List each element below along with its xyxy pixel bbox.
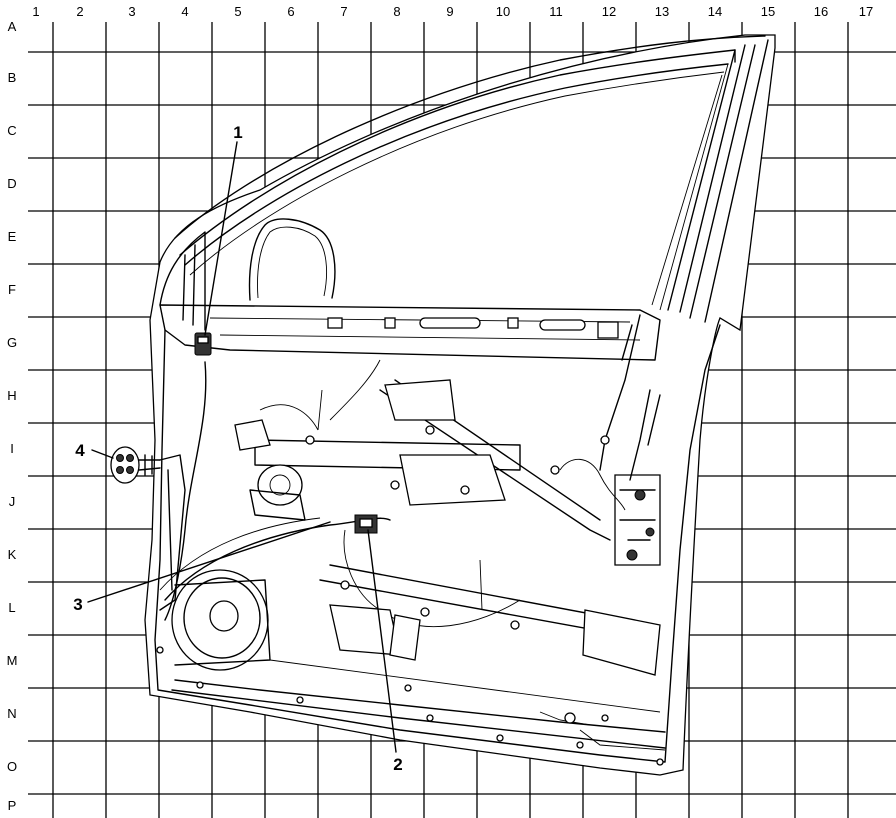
column-label: 11 — [549, 4, 563, 19]
column-label: 7 — [340, 4, 347, 19]
column-label: 12 — [602, 4, 616, 19]
fasteners — [156, 425, 664, 766]
regulator-rail — [254, 439, 521, 471]
belt-slot — [539, 319, 586, 331]
window-frame-outer — [174, 35, 766, 239]
callout-4: 4 — [75, 441, 114, 460]
row-label: D — [7, 176, 16, 191]
callout-3: 3 — [73, 521, 331, 614]
belt-slot — [507, 317, 519, 329]
callout-label-1: 1 — [233, 123, 242, 142]
column-label: 4 — [181, 4, 188, 19]
column-label: 8 — [393, 4, 400, 19]
column-label: 17 — [859, 4, 873, 19]
row-label: J — [9, 494, 16, 509]
row-label: E — [8, 229, 17, 244]
wiring-harness-2 — [159, 517, 321, 591]
belt-slot — [327, 317, 343, 329]
window-frame-inner-2 — [184, 63, 729, 266]
belt-reinforcement — [159, 304, 661, 361]
lower-flange-detail — [269, 659, 666, 751]
column-label: 5 — [234, 4, 241, 19]
mirror-opening-inner — [257, 226, 328, 299]
column-label: 9 — [446, 4, 453, 19]
row-label: O — [7, 759, 17, 774]
column-label: 2 — [76, 4, 83, 19]
callout-1: 1 — [204, 123, 243, 336]
column-label: 6 — [287, 4, 294, 19]
row-label: I — [10, 441, 14, 456]
callout-label-4: 4 — [75, 441, 85, 460]
inner-panel-outline — [154, 324, 721, 763]
row-label: B — [8, 70, 17, 85]
lower-flange — [171, 679, 666, 749]
latch-rod — [599, 314, 641, 471]
row-labels: A B C D E F G H I J K L M N O P — [7, 19, 18, 813]
window-channel-rear — [667, 39, 769, 323]
belt-slot — [597, 321, 619, 339]
row-label: G — [7, 335, 17, 350]
column-label: 13 — [655, 4, 669, 19]
regulator-plate — [582, 609, 661, 676]
callout-label-3: 3 — [73, 595, 82, 614]
front-bracket — [159, 454, 186, 611]
column-label: 10 — [496, 4, 510, 19]
row-label: M — [7, 653, 18, 668]
column-label: 3 — [128, 4, 135, 19]
latch-rod — [629, 389, 661, 481]
row-label: P — [8, 798, 17, 813]
row-label: F — [8, 282, 16, 297]
front-pillar — [159, 231, 206, 331]
callout-2: 2 — [367, 529, 403, 774]
window-channel-rear-detail — [651, 63, 729, 311]
column-labels: 1 2 3 4 5 6 7 8 9 10 11 12 13 14 15 16 1… — [32, 4, 873, 19]
window-frame-inner-3 — [189, 71, 725, 276]
component-2-module — [354, 514, 378, 534]
window-frame-inner-1 — [179, 49, 736, 256]
upper-cable — [259, 359, 381, 431]
regulator-plate — [399, 454, 506, 506]
row-label: K — [8, 547, 17, 562]
belt-slot — [419, 317, 481, 329]
row-label: L — [8, 600, 15, 615]
column-label: 14 — [708, 4, 722, 19]
belt-slot — [384, 317, 396, 329]
regulator-plate — [384, 379, 456, 421]
door-outer-panel — [144, 34, 776, 776]
callout-label-2: 2 — [393, 755, 402, 774]
door-latch — [614, 474, 661, 566]
row-label: A — [8, 19, 17, 34]
column-label: 16 — [814, 4, 828, 19]
row-label: C — [7, 123, 16, 138]
column-label: 15 — [761, 4, 775, 19]
component-1-connector — [194, 332, 212, 356]
wiring-harness-vertical — [164, 361, 207, 621]
column-label: 1 — [32, 4, 39, 19]
row-label: N — [7, 706, 16, 721]
mirror-opening — [248, 218, 336, 301]
component-4-connector — [110, 446, 161, 484]
rear-cable — [559, 458, 626, 511]
row-label: H — [7, 388, 16, 403]
door-speaker — [171, 569, 271, 671]
